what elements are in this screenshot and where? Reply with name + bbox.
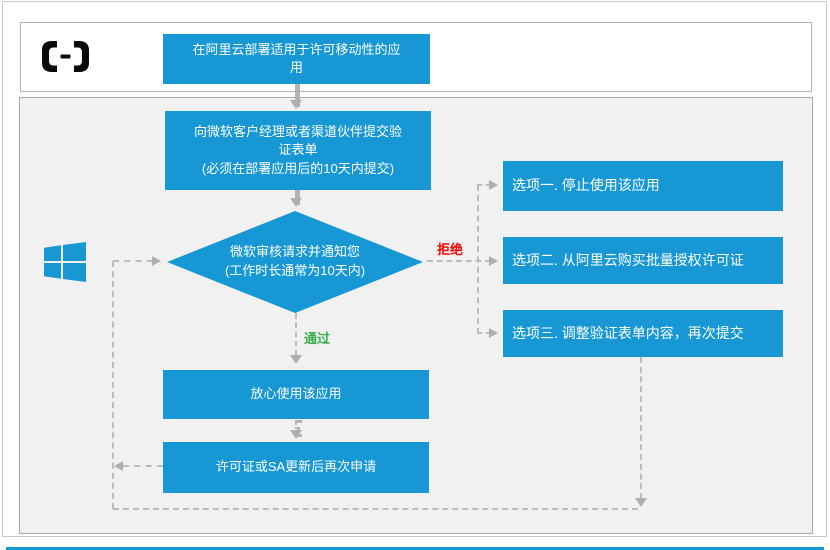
start-node: 在阿里云部署适用于许可移动性的应 用 bbox=[163, 34, 430, 84]
reapply-label: 许可证或SA更新后再次申请 bbox=[215, 459, 377, 475]
option-1-node: 选项一. 停止使用该应用 bbox=[503, 161, 783, 211]
connector-reapply-loop bbox=[123, 465, 163, 467]
connector-reject bbox=[427, 260, 491, 262]
connector-options-branch bbox=[477, 185, 479, 334]
connector-option-3 bbox=[477, 332, 491, 334]
arrowhead-submit-review bbox=[290, 198, 302, 207]
use-app-node: 放心使用该应用 bbox=[163, 370, 429, 419]
connector-loop-review bbox=[113, 260, 153, 262]
arrowhead-pass bbox=[290, 355, 302, 364]
arrowhead-reapply-loop bbox=[114, 461, 123, 471]
use-app-label: 放心使用该应用 bbox=[250, 386, 342, 402]
arrowhead-use-reapply bbox=[290, 430, 302, 439]
option-2-label: 选项二. 从阿里云购买批量授权许可证 bbox=[512, 251, 744, 268]
arrowhead-option3-loop bbox=[635, 498, 647, 507]
arrowhead-option-1 bbox=[489, 180, 498, 190]
arrowhead-start-submit bbox=[290, 100, 302, 109]
connector-option3-loop bbox=[640, 357, 642, 499]
windows-logo-icon bbox=[44, 242, 86, 282]
connector-pass bbox=[295, 313, 297, 356]
alibaba-cloud-logo-icon bbox=[42, 41, 89, 72]
option-2-node: 选项二. 从阿里云购买批量授权许可证 bbox=[503, 237, 783, 284]
pass-label: 通过 bbox=[304, 331, 331, 346]
footer-strip bbox=[6, 547, 824, 550]
start-node-label: 在阿里云部署适用于许可移动性的应 用 bbox=[192, 41, 401, 75]
option-1-label: 选项一. 停止使用该应用 bbox=[512, 177, 660, 194]
connector-bottom-loop bbox=[113, 508, 638, 510]
option-3-label: 选项三. 调整验证表单内容，再次提交 bbox=[512, 324, 744, 341]
option-3-node: 选项三. 调整验证表单内容，再次提交 bbox=[503, 310, 783, 357]
review-decision-node: 微软审核请求并通知您 (工作时长通常为10天内) bbox=[167, 211, 423, 313]
arrowhead-option-3 bbox=[489, 328, 498, 338]
submit-form-node-label: 向微软客户经理或者渠道伙伴提交验 证表单 (必须在部署应用后的10天内提交) bbox=[193, 123, 402, 176]
reapply-node: 许可证或SA更新后再次申请 bbox=[163, 442, 429, 493]
connector-option-1 bbox=[477, 184, 491, 186]
reject-label: 拒绝 bbox=[437, 242, 464, 257]
arrowhead-loop-review bbox=[152, 256, 161, 266]
connector-left-loop bbox=[112, 261, 114, 509]
review-decision-label: 微软审核请求并通知您 (工作时长通常为10天内) bbox=[224, 244, 366, 278]
submit-form-node: 向微软客户经理或者渠道伙伴提交验 证表单 (必须在部署应用后的10天内提交) bbox=[165, 111, 431, 190]
arrowhead-option-2 bbox=[489, 256, 498, 266]
